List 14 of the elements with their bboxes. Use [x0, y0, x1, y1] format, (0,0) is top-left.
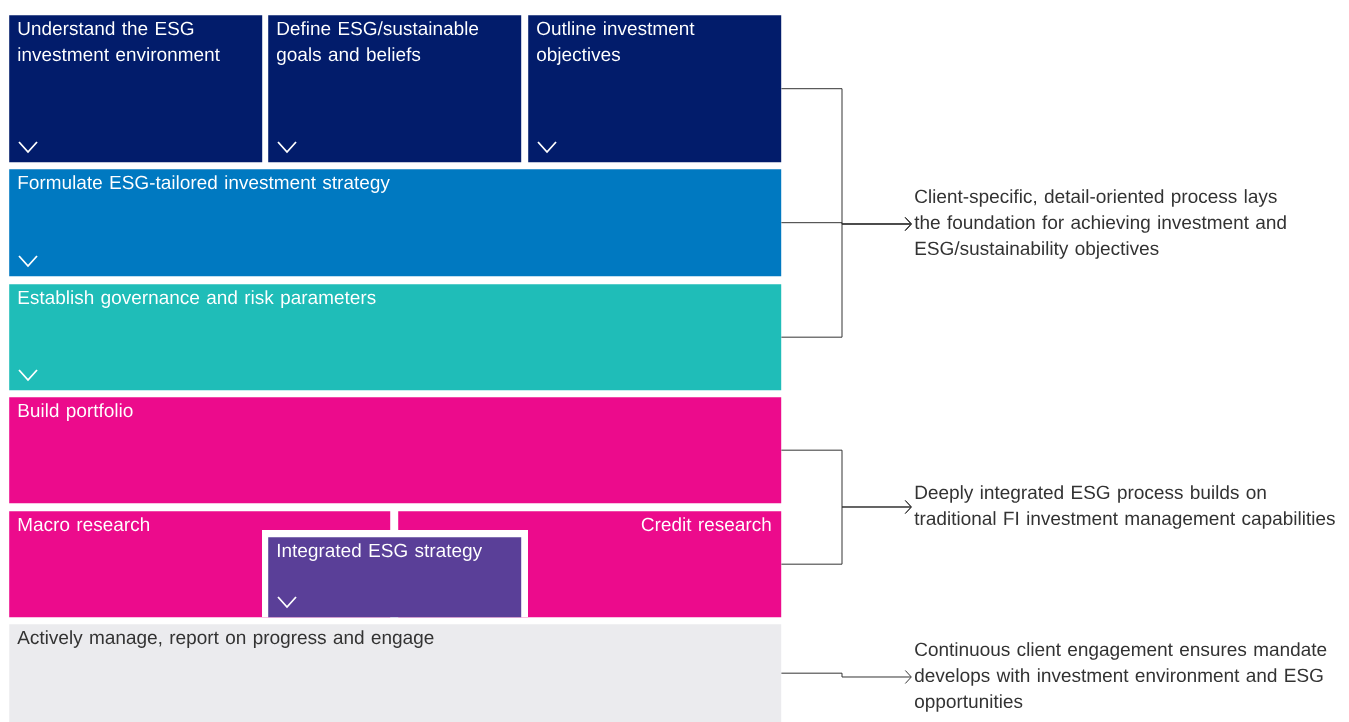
description-text: Client-specific, detail-oriented process lays the foundation for achieving investment and ESG/sustainability objectives — [914, 189, 1286, 259]
process-box: Outline investment objectives — [528, 15, 782, 163]
process-box: Understand the ESG investment environment — [9, 15, 263, 163]
bracket-arrow — [780, 500, 912, 565]
process-box: Formulate ESG-tailored investment strategy — [9, 169, 782, 277]
description-text: Continuous client engagement ensures mandate develops with investment environment and ESG opportunities — [915, 642, 1327, 712]
process-box: Build portfolio — [9, 397, 782, 504]
process-box: Establish governance and risk parameters — [9, 284, 782, 391]
bracket-arrow — [780, 670, 912, 684]
bracket-arrow — [780, 217, 912, 338]
description-text: Deeply integrated ESG process builds on traditional FI investment management capabilities — [914, 485, 1335, 529]
process-box: Integrated ESG strategy — [262, 530, 528, 618]
process-box: Define ESG/sustainable goals and beliefs — [268, 15, 522, 163]
process-box: Actively manage, report on progress and engage — [9, 624, 782, 722]
